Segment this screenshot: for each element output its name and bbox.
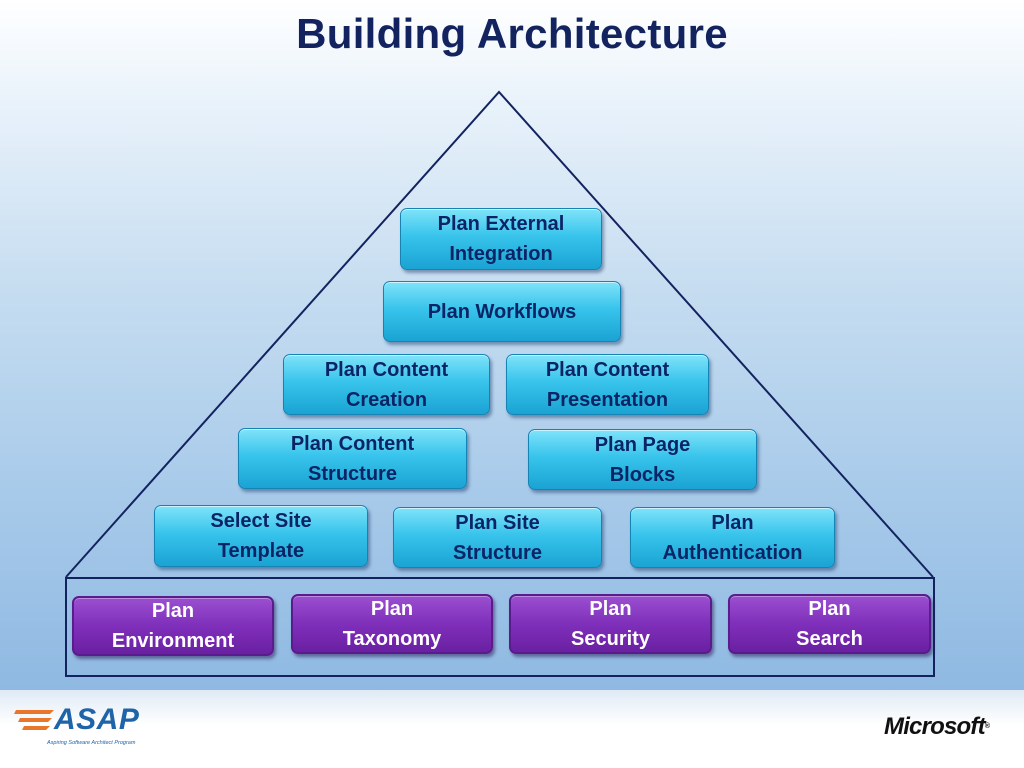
plan-taxonomy-label-line: Plan bbox=[370, 598, 414, 620]
plan-authentication-label-line: Plan bbox=[711, 511, 754, 534]
plan-page-blocks-label-line: Blocks bbox=[609, 463, 676, 486]
asap-swoosh-icon bbox=[14, 710, 54, 730]
select-site-template-label-line: Select Site bbox=[210, 510, 312, 532]
plan-site-structure-label-line: Plan Site bbox=[455, 511, 540, 534]
plan-external-integration-label-line: Plan External bbox=[437, 213, 565, 235]
plan-content-presentation-label-line: Presentation bbox=[546, 388, 669, 411]
plan-site-structure-label-line: Structure bbox=[453, 541, 542, 564]
asap-tagline: Aspiring Software Architect Program bbox=[47, 740, 136, 746]
asap-logo-text: ASAP bbox=[54, 703, 140, 736]
footer-band bbox=[0, 690, 1024, 768]
asap-logo: ASAP Aspiring Software Architect Program bbox=[14, 702, 144, 754]
plan-content-structure-label-line: Plan Content bbox=[290, 432, 415, 455]
plan-workflows-box: Plan Workflows bbox=[383, 281, 621, 342]
plan-security-label-line: Security bbox=[571, 628, 650, 650]
plan-authentication-label-line: Authentication bbox=[662, 541, 803, 564]
plan-search-label-line: Plan bbox=[808, 598, 851, 620]
plan-content-creation-label-line: Plan Content bbox=[324, 358, 449, 381]
plan-workflows-label-line: Plan Workflows bbox=[427, 300, 577, 323]
microsoft-logo: Microsoft® bbox=[884, 712, 1004, 742]
plan-security-label-line: Plan bbox=[589, 598, 632, 620]
plan-content-structure-label-line: Structure bbox=[308, 462, 397, 485]
plan-external-integration-label-line: Integration bbox=[449, 243, 553, 265]
plan-environment-label-line: Plan bbox=[151, 600, 195, 622]
plan-content-presentation-label-line: Plan Content bbox=[545, 358, 670, 381]
plan-page-blocks-label-line: Plan Page bbox=[594, 433, 691, 456]
slide-background bbox=[0, 0, 1024, 690]
plan-search-label-line: Search bbox=[796, 628, 863, 650]
plan-content-creation-label-line: Creation bbox=[345, 388, 428, 411]
microsoft-logo-text: Microsoft bbox=[884, 713, 986, 740]
plan-taxonomy-label-line: Taxonomy bbox=[342, 628, 442, 650]
foundation-frame bbox=[65, 577, 935, 677]
select-site-template-label-line: Template bbox=[217, 540, 305, 562]
registered-mark: ® bbox=[984, 723, 990, 730]
plan-environment-label-line: Environment bbox=[111, 630, 235, 652]
slide-title: Building Architecture bbox=[296, 10, 728, 57]
